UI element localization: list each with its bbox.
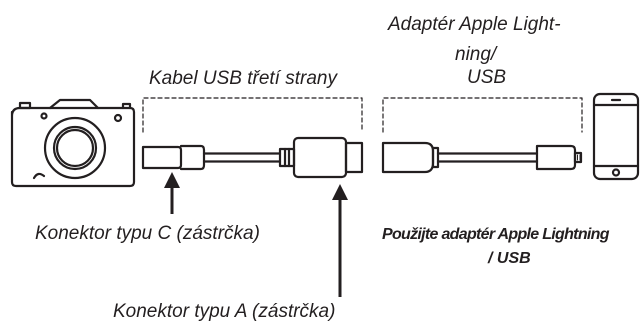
adapter-label-line1: Adaptér Apple Light- (388, 14, 561, 35)
usb-a-plug (278, 136, 364, 179)
usb-c-plug (141, 144, 206, 171)
connector-a-label: Konektor typu A (zástrčka) (113, 301, 336, 322)
connector-c-label: Konektor typu C (zástrčka) (35, 223, 260, 244)
usage-note-line1: Použijte adaptér Apple Lightning (382, 226, 609, 243)
adapter-usb-a-socket (381, 141, 440, 174)
lightning-plug (535, 144, 583, 171)
cable-bracket (142, 97, 363, 133)
arrow-usb-a (332, 184, 348, 297)
adapter-cable (436, 152, 539, 163)
adapter-label-line3: USB (467, 67, 507, 88)
adapter-label-line2: ning/ (455, 44, 497, 65)
adapter-bracket (382, 97, 583, 133)
smartphone-icon (592, 92, 640, 181)
usage-note-line2: / USB (488, 250, 531, 267)
usb-cable (202, 152, 282, 163)
camera-icon (10, 98, 136, 188)
arrow-usb-c (164, 172, 180, 214)
cable-label: Kabel USB třetí strany (149, 68, 337, 89)
